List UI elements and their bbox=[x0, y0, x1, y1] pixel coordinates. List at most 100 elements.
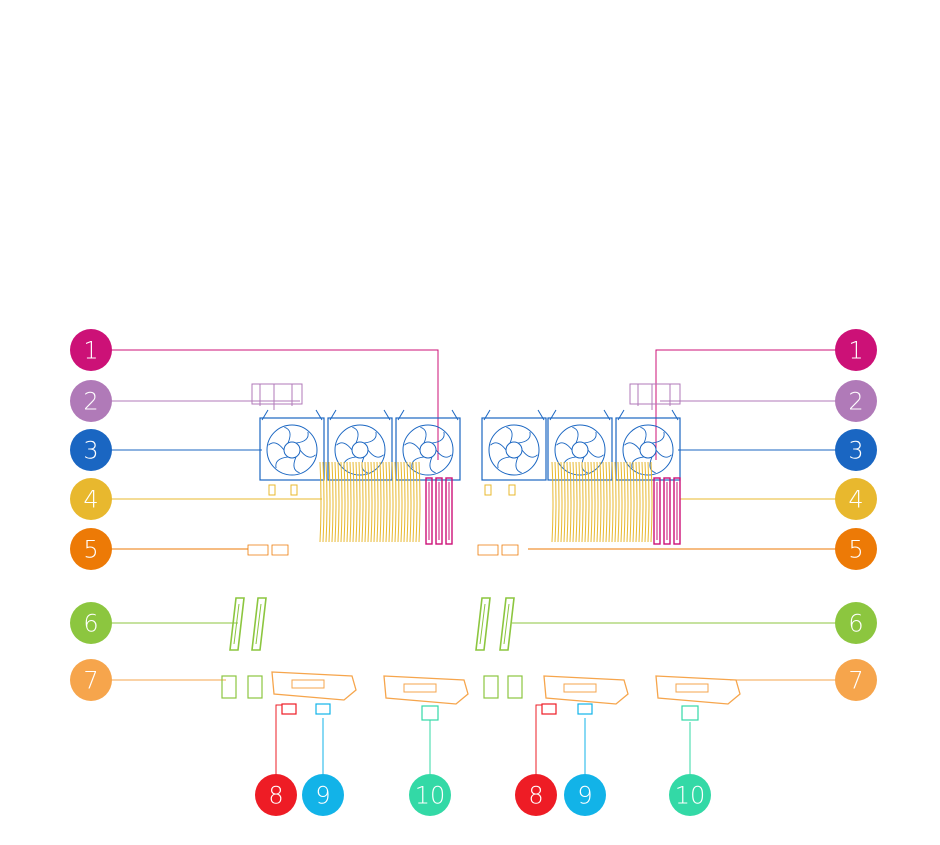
badge-circle bbox=[70, 602, 112, 644]
callout-badge-9-right: 9 bbox=[564, 774, 606, 816]
connector-icon bbox=[421, 705, 439, 721]
fan-icon bbox=[547, 409, 613, 481]
badge-label: 1 bbox=[83, 337, 98, 365]
badge-label: 2 bbox=[848, 388, 863, 416]
badge-circle bbox=[669, 774, 711, 816]
drive-bay-icon bbox=[507, 675, 523, 699]
connector-bracket-icon bbox=[629, 383, 681, 410]
badge-circle bbox=[835, 478, 877, 520]
drive-bay-icon bbox=[221, 675, 237, 699]
fan-icon bbox=[615, 409, 681, 481]
badge-circle bbox=[564, 774, 606, 816]
badge-circle bbox=[409, 774, 451, 816]
badge-label: 6 bbox=[83, 610, 98, 638]
badge-label: 5 bbox=[848, 536, 863, 564]
standoff-icon bbox=[508, 484, 516, 496]
board-outline-icon bbox=[477, 544, 519, 556]
connector-icon bbox=[281, 703, 297, 715]
badge-label: 7 bbox=[848, 667, 863, 695]
connector-icon bbox=[315, 703, 331, 715]
drive-bay-icon bbox=[247, 675, 263, 699]
expansion-card-icon bbox=[229, 597, 245, 651]
badge-label: 6 bbox=[848, 610, 863, 638]
callout-badge-10-left: 10 bbox=[409, 774, 451, 816]
badge-circle bbox=[515, 774, 557, 816]
badge-circle bbox=[835, 602, 877, 644]
badge-circle bbox=[70, 380, 112, 422]
badge-label: 10 bbox=[415, 782, 446, 810]
callout-badge-1-left: 1 bbox=[70, 329, 112, 371]
component-drawings bbox=[221, 383, 741, 721]
board-outline-icon bbox=[247, 544, 289, 556]
connector-icon bbox=[681, 705, 699, 721]
callout-badge-4-right: 4 bbox=[835, 478, 877, 520]
badge-circle bbox=[835, 380, 877, 422]
drive-carrier-icon bbox=[271, 671, 357, 701]
badge-circle bbox=[835, 528, 877, 570]
callout-badge-1-right: 1 bbox=[835, 329, 877, 371]
badge-circle bbox=[835, 429, 877, 471]
callout-badge-5-left: 5 bbox=[70, 528, 112, 570]
badge-label: 2 bbox=[83, 388, 98, 416]
callout-badge-6-left: 6 bbox=[70, 602, 112, 644]
fan-icon bbox=[395, 409, 461, 481]
badge-circle bbox=[70, 429, 112, 471]
standoff-icon bbox=[268, 484, 276, 496]
connector-icon bbox=[541, 703, 557, 715]
badge-label: 8 bbox=[268, 782, 283, 810]
badge-circle bbox=[70, 478, 112, 520]
fan-icon bbox=[327, 409, 393, 481]
drive-bay-icon bbox=[483, 675, 499, 699]
callout-badge-7-right: 7 bbox=[835, 659, 877, 701]
connector-icon bbox=[577, 703, 593, 715]
memory-module-icon bbox=[653, 477, 681, 545]
callout-badge-2-right: 2 bbox=[835, 380, 877, 422]
badge-label: 3 bbox=[848, 437, 863, 465]
expansion-card-icon bbox=[499, 597, 515, 651]
badge-circle bbox=[835, 329, 877, 371]
callout-badge-9-left: 9 bbox=[302, 774, 344, 816]
callout-badge-2-left: 2 bbox=[70, 380, 112, 422]
callout-badge-7-left: 7 bbox=[70, 659, 112, 701]
expansion-card-icon bbox=[251, 597, 267, 651]
callout-badge-5-right: 5 bbox=[835, 528, 877, 570]
callout-badge-3-right: 3 bbox=[835, 429, 877, 471]
leader-line-1-right bbox=[655, 349, 856, 460]
drive-carrier-icon bbox=[543, 675, 629, 705]
callout-badge-8-right: 8 bbox=[515, 774, 557, 816]
badge-label: 9 bbox=[577, 782, 592, 810]
standoff-icon bbox=[484, 484, 492, 496]
callout-badge-3-left: 3 bbox=[70, 429, 112, 471]
heatsink-icon bbox=[319, 461, 421, 543]
leader-line-8-right bbox=[535, 704, 542, 795]
badge-label: 9 bbox=[315, 782, 330, 810]
badge-label: 1 bbox=[848, 337, 863, 365]
badge-label: 7 bbox=[83, 667, 98, 695]
badge-circle bbox=[302, 774, 344, 816]
callout-badges: 1 1 2 2 3 3 4 4 5 5 6 6 7 7 8 8 9 9 10 10 bbox=[70, 329, 877, 816]
badge-label: 8 bbox=[528, 782, 543, 810]
fan-icon bbox=[481, 409, 547, 481]
badge-label: 3 bbox=[83, 437, 98, 465]
leader-line-1-left bbox=[91, 349, 439, 460]
badge-circle bbox=[255, 774, 297, 816]
badge-circle bbox=[70, 659, 112, 701]
badge-circle bbox=[70, 329, 112, 371]
badge-label: 4 bbox=[848, 486, 863, 514]
callout-lines bbox=[91, 349, 856, 795]
badge-label: 10 bbox=[675, 782, 706, 810]
callout-badge-4-left: 4 bbox=[70, 478, 112, 520]
badge-circle bbox=[70, 528, 112, 570]
callout-badge-8-left: 8 bbox=[255, 774, 297, 816]
callout-badge-10-right: 10 bbox=[669, 774, 711, 816]
badge-circle bbox=[835, 659, 877, 701]
memory-module-icon bbox=[425, 477, 453, 545]
leader-line-8-left bbox=[275, 704, 282, 795]
standoff-icon bbox=[290, 484, 298, 496]
heatsink-icon bbox=[551, 461, 653, 543]
badge-label: 5 bbox=[83, 536, 98, 564]
badge-label: 4 bbox=[83, 486, 98, 514]
drive-carrier-icon bbox=[655, 675, 741, 705]
fan-icon bbox=[259, 409, 325, 481]
